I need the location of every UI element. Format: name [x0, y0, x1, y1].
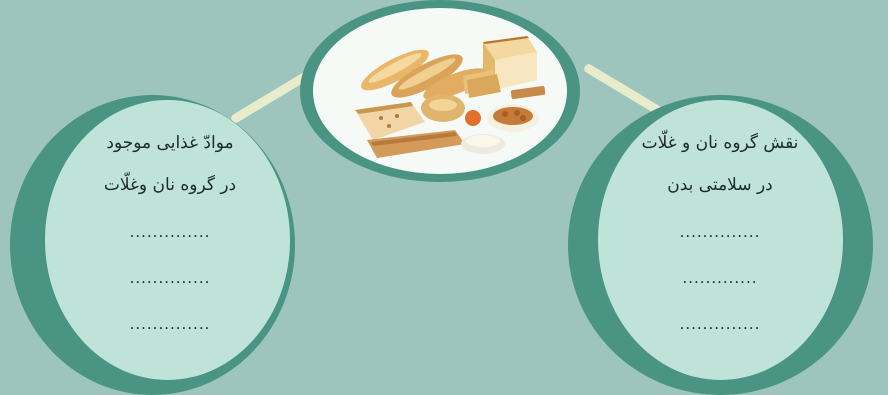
- left-blank-3: ..............: [70, 302, 270, 350]
- left-circle-title-line2: در گروه نان وغلّات: [70, 164, 270, 206]
- left-circle-text: موادّ غذایی موجود در گروه نان وغلّات ...…: [70, 122, 270, 350]
- left-circle-title-line1: موادّ غذایی موجود: [70, 122, 270, 164]
- right-circle-title-line1: نقش گروه نان و غلّات: [620, 122, 820, 164]
- left-blank-1: ..............: [70, 206, 270, 254]
- right-blank-2: .............: [620, 254, 820, 302]
- bread-and-grains-food-icon: [315, 18, 565, 168]
- right-circle-text: نقش گروه نان و غلّات در سلامتی بدن .....…: [620, 122, 820, 350]
- right-circle-title-line2: در سلامتی بدن: [620, 164, 820, 206]
- left-blank-2: ..............: [70, 254, 270, 302]
- flat-bread: [355, 102, 425, 140]
- right-blank-1: ..............: [620, 206, 820, 254]
- right-blank-3: ..............: [620, 302, 820, 350]
